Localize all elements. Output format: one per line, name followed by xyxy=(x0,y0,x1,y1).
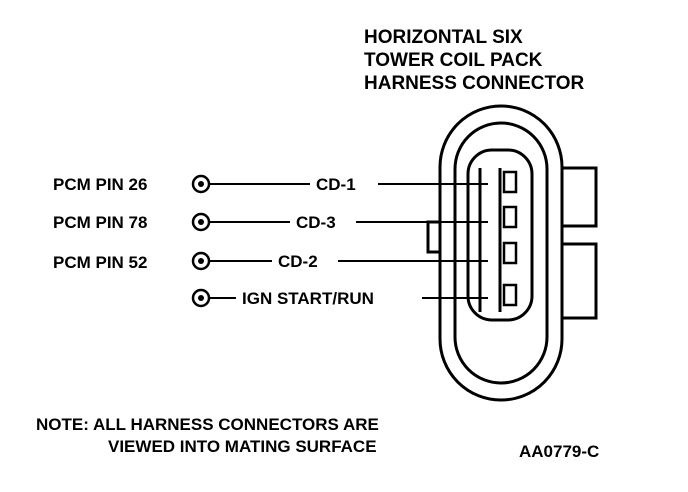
figure-code: AA0779-C xyxy=(519,442,599,461)
terminal-2 xyxy=(502,205,518,229)
title-line-3: HARNESS CONNECTOR xyxy=(364,73,585,94)
connector-right-latch-top xyxy=(562,166,598,228)
title-line-2: TOWER COIL PACK xyxy=(364,50,543,71)
connector-right-latch-bottom xyxy=(562,242,598,320)
pin-terminal-dot-2 xyxy=(198,219,204,225)
wire-label-2: CD-3 xyxy=(296,213,336,232)
connector-inner-shell xyxy=(466,148,534,322)
note-line-1: NOTE: ALL HARNESS CONNECTORS ARE xyxy=(36,415,379,434)
pin-label-3: PCM PIN 52 xyxy=(53,253,147,272)
terminal-1 xyxy=(502,170,518,194)
pin-row-4: IGN START/RUN xyxy=(191,288,488,308)
wire-label-3: CD-2 xyxy=(278,252,318,271)
pin-label-1: PCM PIN 26 xyxy=(53,175,147,194)
terminal-4 xyxy=(502,283,518,307)
pin-terminal-dot-4 xyxy=(198,295,204,301)
title-line-1: HORIZONTAL SIX xyxy=(364,27,523,48)
connector-left-key xyxy=(426,220,440,254)
pin-row-3: PCM PIN 52 CD-2 xyxy=(53,251,488,272)
harness-connector xyxy=(426,104,598,402)
pin-row-2: PCM PIN 78 CD-3 xyxy=(53,212,488,232)
connector-middle-shell xyxy=(453,121,549,385)
pin-label-2: PCM PIN 78 xyxy=(53,213,147,232)
wire-label-1: CD-1 xyxy=(316,175,356,194)
pin-row-1: PCM PIN 26 CD-1 xyxy=(53,174,488,194)
wire-label-4: IGN START/RUN xyxy=(242,289,374,308)
terminal-3 xyxy=(502,241,518,265)
note-line-2: VIEWED INTO MATING SURFACE xyxy=(108,437,377,456)
pin-terminal-dot-1 xyxy=(198,181,204,187)
pin-terminal-dot-3 xyxy=(198,258,204,264)
